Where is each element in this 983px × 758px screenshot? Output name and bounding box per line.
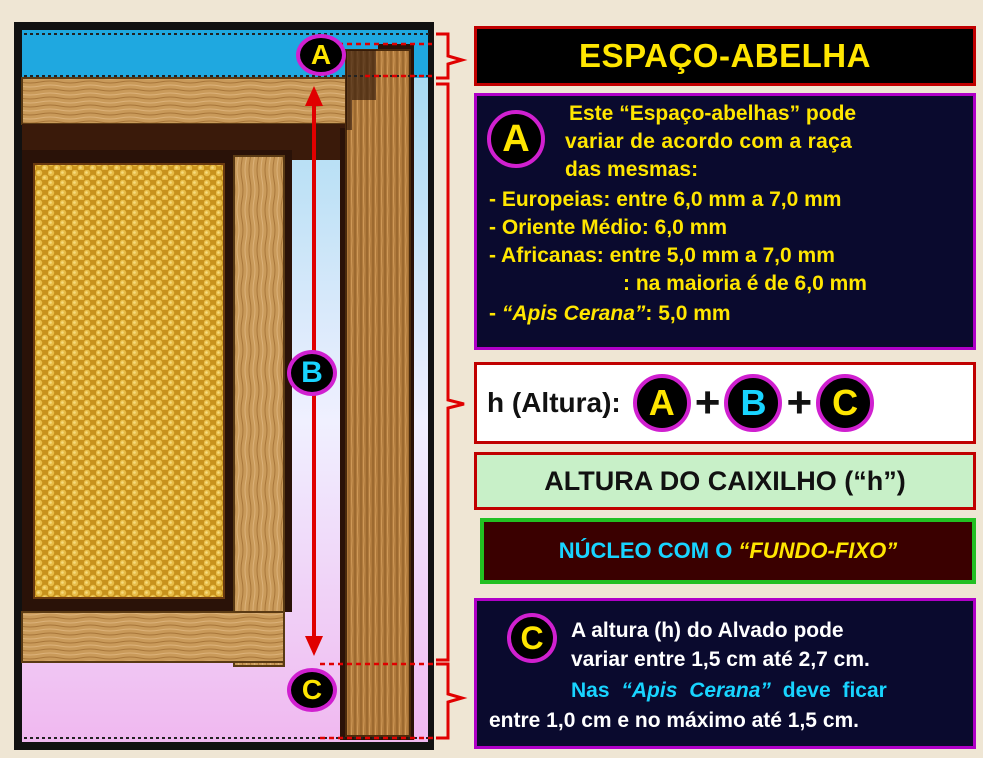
info-c-line3: Nas “Apis Cerana” deve ficar [571,679,887,702]
info-a-line5: - Oriente Médio: 6,0 mm [489,216,728,239]
title-espaco-abelha: ESPAÇO-ABELHA [474,26,976,86]
height-formula: h (Altura): A + B + C [474,362,976,444]
info-c-marker: C [507,613,557,663]
info-panel-a: A Este “Espaço-abelhas” pode variar de a… [474,93,976,350]
bracket-c [436,662,468,740]
marker-b: B [287,350,337,396]
info-a-line1: Este “Espaço-abelhas” pode [569,102,857,125]
formula-c: C [816,374,875,432]
honeycomb [33,163,225,599]
info-panel-c: C A altura (h) do Alvado pode variar ent… [474,598,976,749]
info-a-line2: variar de acordo com a raça [565,130,853,153]
nucleo-prefix: NÚCLEO COM O [558,538,733,563]
info-a-marker: A [487,110,545,168]
bracket-h [436,82,465,662]
nucleo-italic: “FUNDO-FIXO” [738,538,898,563]
hive-frame-illustration [14,22,468,750]
marker-a: A [296,34,346,76]
info-a-line6: - Africanas: entre 5,0 mm a 7,0 mm [489,244,835,267]
bottom-bar [21,611,285,663]
info-c-line2: variar entre 1,5 cm até 2,7 cm. [571,648,870,671]
bracket-a [436,32,468,80]
info-a-line8: - “Apis Cerana”: 5,0 mm [489,302,731,325]
formula-label: h (Altura): [487,387,621,418]
hive-wall [345,49,411,737]
info-c-line1: A altura (h) do Alvado pode [571,619,844,642]
formula-b: B [724,374,783,432]
marker-c: C [287,668,337,712]
altura-caixilho-label: ALTURA DO CAIXILHO (“h”) [474,452,976,510]
info-a-line7: : na maioria é de 6,0 mm [623,272,867,295]
info-a-line3: das mesmas: [565,158,699,181]
info-c-line4: entre 1,0 cm e no máximo até 1,5 cm. [489,709,860,732]
apis-cerana-label: “Apis Cerana” [501,302,646,325]
formula-plus-1: + [694,378,721,427]
side-bar [233,155,285,667]
formula-a: A [632,374,691,432]
nucleo-fundo-fixo: NÚCLEO COM O “FUNDO-FIXO” [480,518,976,584]
info-a-line4: - Europeias: entre 6,0 mm a 7,0 mm [489,188,842,211]
formula-plus-2: + [786,378,813,427]
